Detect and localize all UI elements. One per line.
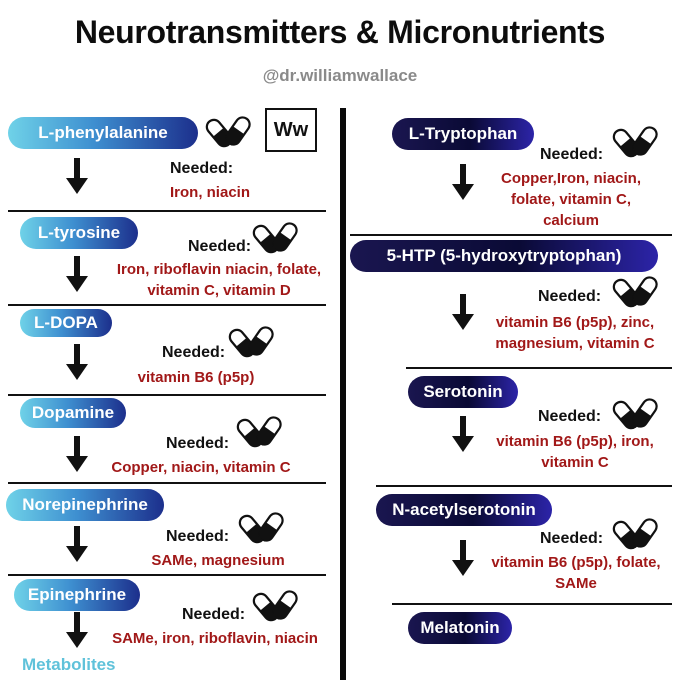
nutrients-n-acetylserotonin: vitamin B6 (p5p), folate, SAMe bbox=[491, 554, 661, 592]
capsule-pills-icon bbox=[612, 514, 660, 554]
capsule-pills-icon bbox=[612, 394, 660, 434]
step-l-tryptophan: L-Tryptophan bbox=[392, 118, 534, 150]
needed-label: Needed: bbox=[182, 606, 246, 623]
step-epinephrine: Epinephrine bbox=[14, 579, 140, 611]
nutrients-5-htp: vitamin B6 (p5p), zinc, magnesium, vitam… bbox=[495, 314, 655, 352]
step-divider bbox=[8, 482, 326, 484]
step-l-phenylalanine: L-phenylalanine bbox=[8, 117, 198, 149]
needed-label: Needed: bbox=[538, 408, 602, 425]
nutrients-l-dopa: vitamin B6 (p5p) bbox=[137, 369, 255, 386]
step-divider bbox=[406, 367, 672, 369]
needed-label: Needed: bbox=[538, 288, 602, 305]
center-divider bbox=[340, 108, 346, 680]
needed-label: Needed: bbox=[540, 530, 604, 547]
needed-label: Needed: bbox=[188, 238, 252, 255]
nutrients-epinephrine: SAMe, iron, riboflavin, niacin bbox=[112, 630, 318, 647]
needed-label: Needed: bbox=[540, 146, 604, 163]
step-l-dopa: L-DOPA bbox=[20, 309, 112, 337]
step-divider bbox=[8, 210, 326, 212]
nutrients-l-tryptophan: Copper,Iron, niacin, folate, vitamin C, … bbox=[500, 170, 642, 229]
down-arrow-icon bbox=[452, 294, 474, 330]
page-title: Neurotransmitters & Micronutrients bbox=[74, 14, 606, 50]
capsule-pills-icon bbox=[612, 122, 660, 162]
down-arrow-icon bbox=[66, 256, 88, 292]
step-dopamine: Dopamine bbox=[20, 398, 126, 428]
nutrients-norepinephrine: SAMe, magnesium bbox=[151, 552, 285, 569]
step-metabolites: Metabolites bbox=[22, 655, 116, 674]
needed-label: Needed: bbox=[166, 528, 230, 545]
step-divider bbox=[350, 234, 672, 236]
step-divider bbox=[8, 304, 326, 306]
needed-label: Needed: bbox=[170, 160, 234, 177]
down-arrow-icon bbox=[66, 158, 88, 194]
nutrients-l-phenylalanine: Iron, niacin bbox=[169, 184, 250, 201]
step-divider bbox=[376, 485, 672, 487]
down-arrow-icon bbox=[66, 436, 88, 472]
capsule-pills-icon bbox=[205, 112, 253, 152]
capsule-pills-icon bbox=[252, 586, 300, 626]
capsule-pills-icon bbox=[228, 322, 276, 362]
down-arrow-icon bbox=[452, 164, 474, 200]
down-arrow-icon bbox=[452, 416, 474, 452]
nutrients-serotonin: vitamin B6 (p5p), iron, vitamin C bbox=[496, 433, 654, 471]
step-norepinephrine: Norepinephrine bbox=[6, 489, 164, 521]
nutrients-l-tyrosine: Iron, riboflavin niacin, folate, vitamin… bbox=[116, 261, 322, 299]
down-arrow-icon bbox=[66, 612, 88, 648]
step-n-acetylserotonin: N-acetylserotonin bbox=[376, 494, 552, 526]
needed-label: Needed: bbox=[166, 435, 230, 452]
step-divider bbox=[392, 603, 672, 605]
brand-logo: Ww bbox=[265, 108, 317, 152]
capsule-pills-icon bbox=[612, 272, 660, 312]
nutrients-dopamine: Copper, niacin, vitamin C bbox=[111, 459, 291, 476]
capsule-pills-icon bbox=[238, 508, 286, 548]
needed-label: Needed: bbox=[162, 344, 226, 361]
step-melatonin: Melatonin bbox=[408, 612, 512, 644]
step-serotonin: Serotonin bbox=[408, 376, 518, 408]
capsule-pills-icon bbox=[236, 412, 284, 452]
capsule-pills-icon bbox=[252, 218, 300, 258]
step-divider bbox=[8, 574, 326, 576]
down-arrow-icon bbox=[452, 540, 474, 576]
step-divider bbox=[8, 394, 326, 396]
step-5-htp: 5-HTP (5-hydroxytryptophan) bbox=[350, 240, 658, 272]
author-handle: @dr.williamwallace bbox=[262, 66, 418, 85]
step-l-tyrosine: L-tyrosine bbox=[20, 217, 138, 249]
down-arrow-icon bbox=[66, 344, 88, 380]
down-arrow-icon bbox=[66, 526, 88, 562]
